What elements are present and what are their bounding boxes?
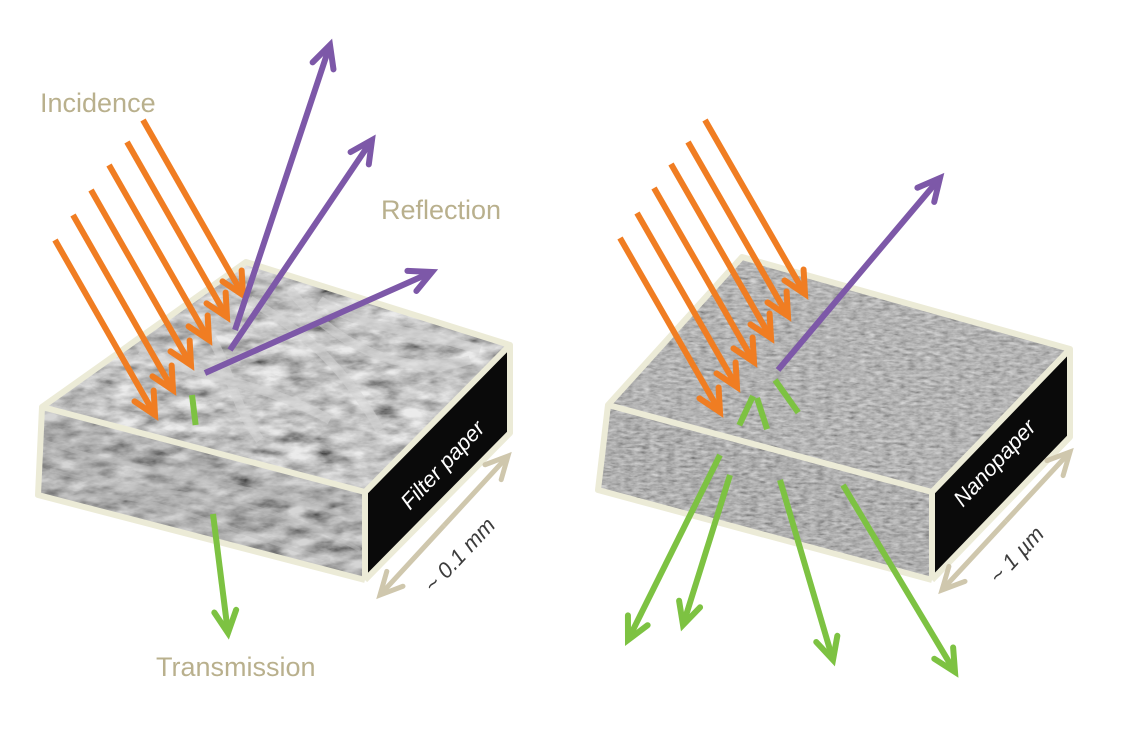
reflection-label: Reflection	[381, 195, 501, 225]
incident-ray-right	[651, 186, 758, 368]
light-rays	[52, 38, 959, 678]
incident-ray-left	[124, 140, 231, 323]
filter-paper-scale-arrow	[376, 523, 446, 600]
incident-ray-right	[702, 118, 809, 300]
incident-ray-left	[70, 213, 177, 396]
incident-ray-left	[52, 238, 159, 421]
transmitted-ray-left	[189, 394, 199, 426]
filter-paper-scale-label: ~ 0.1 mm	[419, 513, 500, 598]
filter-paper-slab: Filter paper	[35, 259, 513, 583]
nanopaper-border	[595, 254, 1073, 583]
transmitted-ray-right	[624, 453, 723, 647]
nanopaper-scale-arrow	[938, 519, 1008, 595]
reflected-ray-left	[227, 134, 376, 352]
filter-paper-scale-arrow	[442, 451, 512, 528]
filter-paper-side-face	[365, 345, 510, 580]
transmission-label: Transmission	[156, 652, 316, 682]
reflected-ray-left	[203, 267, 439, 376]
transmitted-ray-right	[754, 397, 770, 431]
nanopaper-scale-arrow	[1004, 447, 1074, 523]
transmitted-ray-right	[736, 394, 756, 427]
reflected-ray-right	[775, 172, 945, 372]
incident-ray-left	[106, 163, 213, 346]
incidence-label: Incidence	[40, 88, 156, 118]
thickness-scales	[376, 447, 1074, 600]
transmitted-ray-right	[676, 474, 733, 632]
incident-ray-left	[88, 188, 195, 371]
incident-ray-right	[668, 162, 775, 344]
incident-ray-right	[685, 140, 792, 322]
transmitted-ray-right	[772, 378, 801, 415]
reflected-ray-left	[232, 38, 337, 331]
incident-ray-right	[617, 236, 724, 418]
filter-paper-border	[35, 259, 513, 583]
nanopaper-side-face	[932, 349, 1070, 580]
transmitted-ray-right	[777, 479, 841, 667]
incident-ray-right	[634, 211, 741, 393]
transmitted-ray-left	[210, 513, 240, 640]
incident-ray-left	[140, 118, 247, 301]
transmitted-ray-right	[840, 483, 959, 678]
